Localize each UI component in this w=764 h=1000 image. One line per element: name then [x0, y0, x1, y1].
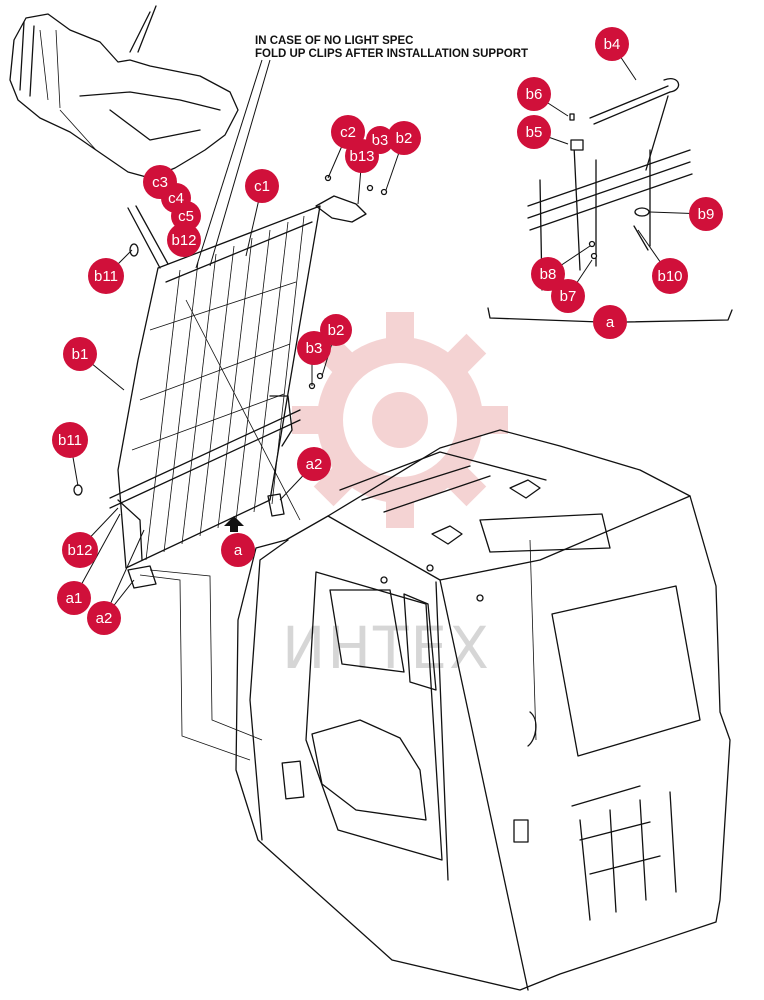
installation-note: IN CASE OF NO LIGHT SPEC FOLD UP CLIPS A…	[255, 35, 528, 60]
callout-c4: c4	[161, 183, 191, 213]
callout-a1: a1	[57, 581, 91, 615]
callout-a-arrow: a	[221, 533, 255, 567]
callout-a-inset: a	[593, 305, 627, 339]
callout-b11-bottom: b11	[52, 422, 88, 458]
svg-text:b2: b2	[328, 322, 345, 339]
callout-b5: b5	[517, 115, 551, 149]
svg-text:b3: b3	[306, 340, 323, 357]
callouts: b4 b6 b5 b9 b8 b10 b7 a	[52, 27, 723, 635]
svg-text:c4: c4	[168, 190, 184, 207]
svg-text:b11: b11	[94, 268, 118, 285]
note-line-1: IN CASE OF NO LIGHT SPEC	[255, 35, 413, 47]
svg-text:a1: a1	[66, 590, 83, 607]
svg-text:b13: b13	[349, 148, 374, 165]
callout-b2-top: b2	[387, 121, 421, 155]
svg-text:c5: c5	[178, 208, 194, 225]
direction-arrow	[224, 516, 244, 532]
callout-b1: b1	[63, 337, 97, 371]
top-brackets	[73, 174, 388, 496]
callout-b7: b7	[551, 279, 585, 313]
svg-text:b8: b8	[540, 266, 557, 283]
callout-b11-top: b11	[88, 258, 124, 294]
svg-text:b11: b11	[58, 432, 82, 449]
callout-c1: c1	[245, 169, 279, 203]
svg-text:c2: c2	[340, 124, 356, 141]
svg-text:b3: b3	[372, 132, 389, 149]
svg-text:b5: b5	[526, 124, 543, 141]
svg-text:b12: b12	[171, 232, 196, 249]
svg-text:b12: b12	[67, 542, 92, 559]
callout-b9: b9	[689, 197, 723, 231]
svg-text:a: a	[606, 314, 615, 331]
svg-text:b10: b10	[657, 268, 682, 285]
inset-detail	[487, 78, 733, 323]
svg-text:a2: a2	[96, 610, 113, 627]
guard-panel	[109, 205, 321, 589]
svg-text:c1: c1	[254, 178, 270, 195]
svg-text:c3: c3	[152, 174, 168, 191]
callout-b4: b4	[595, 27, 629, 61]
watermark	[292, 312, 508, 528]
callout-b3-mid: b3	[297, 331, 331, 365]
callout-b12-bottom: b12	[62, 532, 98, 568]
callout-b13: b13	[345, 139, 379, 173]
svg-text:b7: b7	[560, 288, 577, 305]
callout-b6: b6	[517, 77, 551, 111]
routing-lines	[139, 299, 301, 761]
svg-text:b4: b4	[604, 36, 621, 53]
operator-seat	[9, 5, 239, 179]
svg-text:b1: b1	[72, 346, 89, 363]
callout-b12-top: b12	[167, 223, 201, 257]
callout-b2-mid: b2	[320, 314, 352, 346]
svg-text:b2: b2	[396, 130, 413, 147]
callout-b8: b8	[531, 257, 565, 291]
svg-text:b9: b9	[698, 206, 715, 223]
callout-a2-bottom: a2	[87, 601, 121, 635]
callout-a2-right: a2	[297, 447, 331, 481]
note-line-2: FOLD UP CLIPS AFTER INSTALLATION SUPPORT	[255, 48, 528, 60]
svg-text:b6: b6	[526, 86, 543, 103]
cab	[235, 429, 731, 991]
callout-b10: b10	[652, 258, 688, 294]
svg-text:a: a	[234, 542, 243, 559]
gear-icon	[292, 312, 508, 528]
svg-text:a2: a2	[306, 456, 323, 473]
